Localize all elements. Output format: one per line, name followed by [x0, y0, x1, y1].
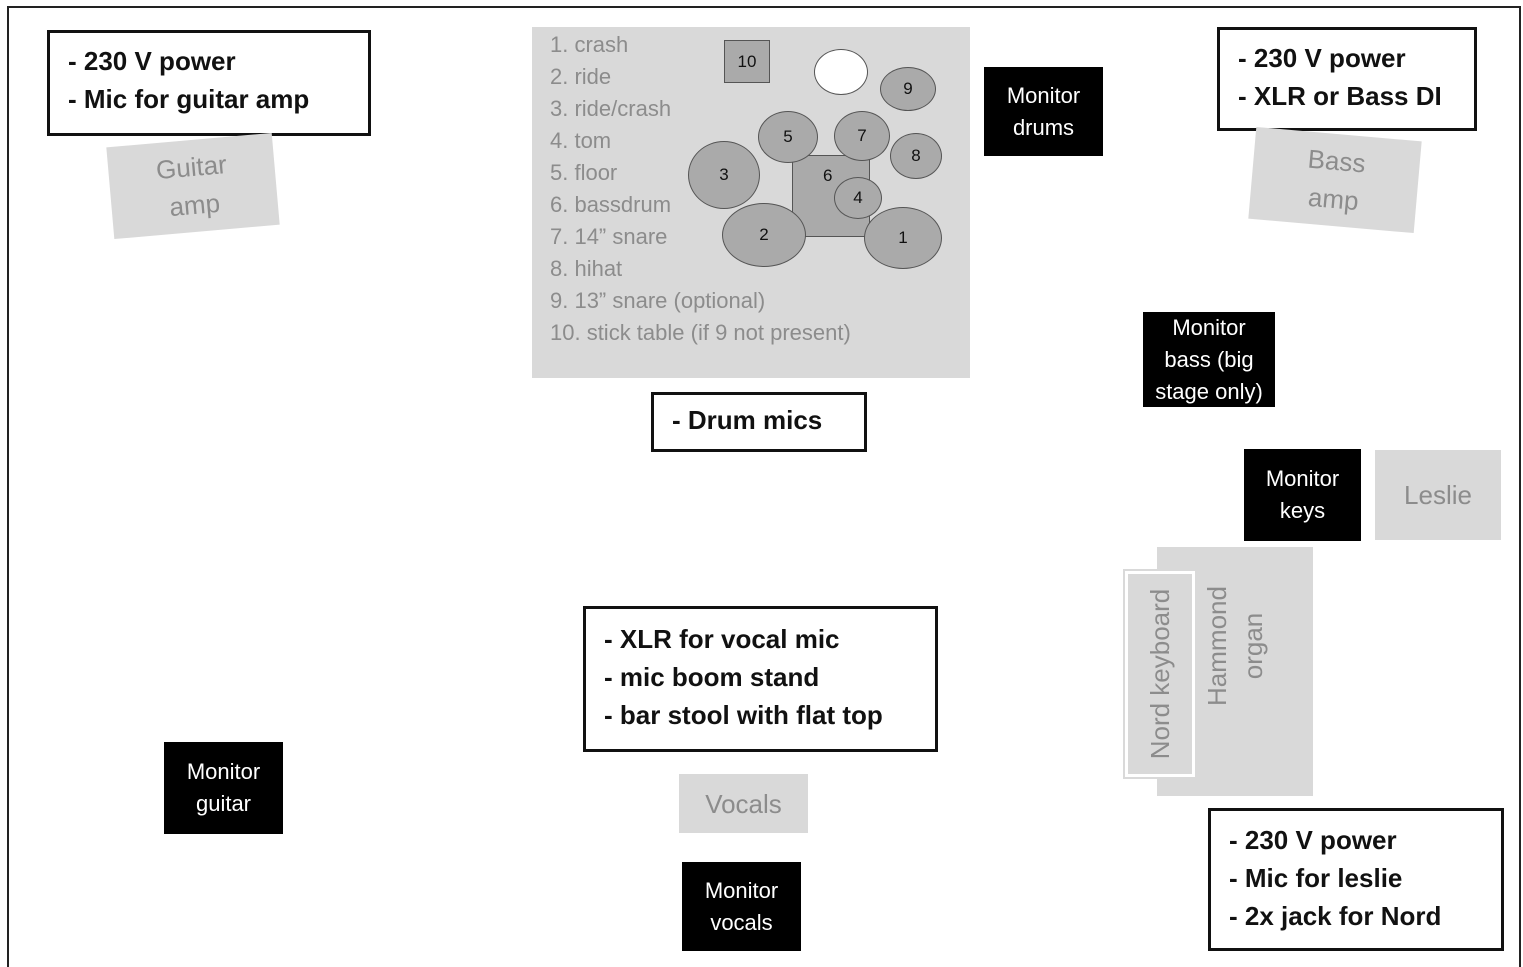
- floor-tom: 5: [758, 111, 818, 163]
- tom: 4: [834, 177, 882, 219]
- legend-item: 5. floor: [550, 160, 618, 185]
- leslie-label: Leslie: [1404, 480, 1472, 510]
- monitor-keys: Monitor keys: [1244, 449, 1361, 541]
- monitor-label-line: Monitor: [704, 877, 779, 903]
- guitar-requirements-note: 230 V power Mic for guitar amp: [47, 30, 371, 136]
- snare-13: 3: [688, 141, 760, 209]
- monitor-bass: Monitor bass (big stage only): [1143, 312, 1275, 407]
- bass-amp-label-line2: amp: [1306, 181, 1360, 217]
- hammond-label-line2: organ: [1238, 612, 1268, 680]
- note-item: XLR or Bass DI: [1238, 77, 1456, 115]
- monitor-vocals: Monitor vocals: [682, 862, 801, 951]
- note-item: Mic for guitar amp: [68, 80, 350, 118]
- legend-item: 9. 13” snare (optional): [550, 288, 766, 313]
- legend-item: 10. stick table (if 9 not present): [550, 320, 851, 345]
- hihat-8: 8: [890, 133, 942, 179]
- ride: 2: [722, 203, 806, 267]
- drum-throne: [814, 49, 868, 95]
- legend-item: 7. 14” snare: [550, 224, 668, 249]
- drum-kit-area: 1. crash 2. ride 3. ride/crash 4. tom 5.…: [532, 27, 970, 378]
- nord-label-text: Nord keyboard: [1145, 588, 1175, 760]
- stage-outline: [7, 6, 1521, 967]
- legend-item: 8. hihat: [550, 256, 623, 281]
- hammond-label-line1: Hammond: [1202, 586, 1232, 706]
- guitar-amp: Guitar amp: [106, 132, 280, 240]
- nord-label: Nord keyboard: [1141, 589, 1179, 760]
- hihat-number: 9: [903, 79, 913, 98]
- guitar-amp-label-line1: Guitar: [154, 149, 228, 186]
- monitor-label-line: drums: [1012, 114, 1075, 140]
- note-item: 230 V power: [1229, 821, 1483, 859]
- vocals-position: Vocals: [679, 774, 808, 833]
- leslie-speaker: Leslie: [1375, 450, 1501, 540]
- vocals-label: Vocals: [705, 788, 782, 819]
- drum-number: 8: [911, 146, 921, 165]
- monitor-label-line: keys: [1279, 498, 1326, 523]
- monitor-label-line: Monitor: [1265, 466, 1340, 491]
- legend-item: 6. bassdrum: [550, 192, 672, 217]
- drum-mics-note: Drum mics: [651, 392, 867, 452]
- vocals-requirements-note: XLR for vocal mic mic boom stand bar sto…: [583, 606, 938, 752]
- bass-amp: Bass amp: [1248, 126, 1422, 234]
- drum-number: 4: [853, 188, 863, 207]
- bass-amp-label-line1: Bass: [1306, 143, 1367, 179]
- hammond-label: Hammond organ: [1199, 571, 1271, 771]
- note-item: Mic for leslie: [1229, 859, 1483, 897]
- note-item: XLR for vocal mic: [604, 620, 917, 658]
- legend-item: 1. crash: [550, 32, 629, 57]
- monitor-label-line: Monitor: [1172, 314, 1246, 340]
- bass-requirements-note: 230 V power XLR or Bass DI: [1217, 27, 1477, 131]
- legend-item: 4. tom: [550, 128, 612, 153]
- snare-14: 7: [834, 111, 890, 161]
- monitor-label-line: Monitor: [1006, 82, 1081, 108]
- drum-number: 1: [898, 228, 908, 247]
- monitor-drums: Monitor drums: [984, 67, 1103, 156]
- monitor-guitar: Monitor guitar: [164, 742, 283, 834]
- note-item: Drum mics: [672, 401, 846, 439]
- drum-number: 7: [857, 126, 867, 145]
- drum-number: 2: [759, 225, 769, 244]
- monitor-label-line: stage only): [1155, 378, 1263, 404]
- monitor-label-line: bass (big: [1164, 346, 1254, 372]
- note-item: 230 V power: [1238, 39, 1456, 77]
- stick-table: 10: [724, 40, 770, 83]
- note-item: 2x jack for Nord: [1229, 897, 1483, 935]
- legend-item: 2. ride: [550, 64, 612, 89]
- nord-keyboard: Nord keyboard: [1123, 569, 1197, 779]
- stick-table-number: 10: [737, 51, 757, 71]
- keys-requirements-note: 230 V power Mic for leslie 2x jack for N…: [1208, 808, 1504, 951]
- crash: 1: [864, 207, 942, 269]
- monitor-label-line: Monitor: [186, 759, 261, 784]
- note-item: mic boom stand: [604, 658, 917, 696]
- note-item: bar stool with flat top: [604, 696, 917, 734]
- monitor-label-line: guitar: [195, 791, 252, 816]
- guitar-amp-label-line2: amp: [168, 187, 222, 223]
- note-item: 230 V power: [68, 42, 350, 80]
- drum-number: 5: [783, 127, 793, 146]
- hihat: 9: [880, 67, 936, 111]
- monitor-label-line: vocals: [710, 909, 773, 935]
- bassdrum-number: 6: [823, 166, 833, 185]
- drum-number: 3: [719, 165, 729, 184]
- drum-kit-legend: 1. crash 2. ride 3. ride/crash 4. tom 5.…: [550, 29, 851, 349]
- legend-item: 3. ride/crash: [550, 96, 672, 121]
